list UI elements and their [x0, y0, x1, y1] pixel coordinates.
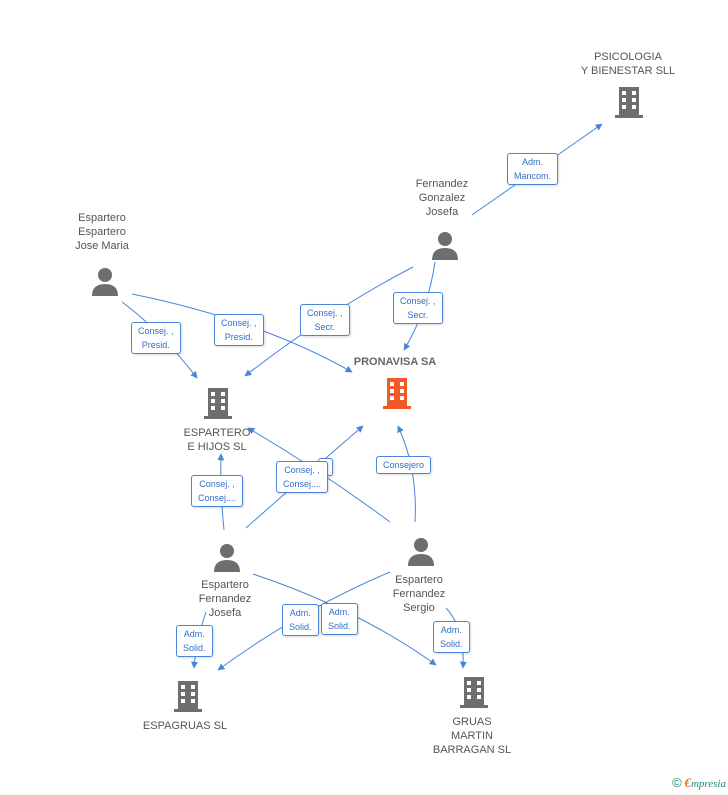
node-label-fernandez-gonzalez-josefa: Fernandez Gonzalez Josefa — [415, 178, 469, 218]
node-label-espartero-espartero-jose-maria: Espartero Espartero Jose Maria — [75, 212, 129, 252]
edge-label[interactable]: Adm. Solid. — [321, 603, 358, 635]
edge-label[interactable]: Adm. Solid. — [176, 625, 213, 657]
edge-label[interactable]: Adm. Solid. — [433, 621, 470, 653]
node-label-espartero-e-hijos: ESPARTERO E HIJOS SL — [183, 427, 251, 453]
node-label-espartero-fernandez-sergio: Espartero Fernandez Sergio — [392, 574, 446, 614]
edge-label[interactable]: Consejero — [376, 456, 432, 474]
edge-label[interactable]: Consej. , Secr. — [300, 304, 350, 336]
link-efs-pronavisa — [397, 425, 416, 523]
edge-label[interactable]: Consej. , Presid. — [131, 322, 181, 354]
edge-label[interactable]: Adm. Mancom. — [507, 153, 559, 185]
person-icon[interactable] — [212, 542, 242, 577]
building-icon[interactable] — [172, 679, 204, 718]
copyright-symbol: © — [672, 775, 682, 790]
edge-label[interactable]: Consej. , Consej.... — [191, 475, 244, 507]
person-icon[interactable] — [430, 230, 460, 265]
edge-label[interactable]: Adm. Solid. — [282, 604, 319, 636]
edge-label[interactable]: Consej. , Consej.... — [276, 461, 329, 493]
building-icon[interactable] — [202, 386, 234, 425]
node-label-psicologia: PSICOLOGIA Y BIENESTAR SLL — [580, 51, 676, 77]
building-icon[interactable] — [458, 675, 490, 714]
edge-label[interactable]: Consej. , Presid. — [214, 314, 264, 346]
brand-footer: © €mpresia — [672, 775, 726, 791]
person-icon[interactable] — [406, 536, 436, 571]
node-label-espartero-fernandez-josefa: Espartero Fernandez Josefa — [198, 579, 252, 619]
brand-logo-initial: € — [684, 775, 691, 790]
node-label-espagruas: ESPAGRUAS SL — [142, 720, 228, 732]
node-label-pronavisa: PRONAVISA SA — [353, 356, 437, 368]
building-icon[interactable] — [613, 85, 645, 124]
brand-logo-text: mpresia — [690, 778, 726, 790]
node-label-gruas-martin-barragan: GRUAS MARTIN BARRAGAN SL — [432, 716, 512, 756]
building-icon[interactable] — [381, 376, 413, 415]
edge-label[interactable]: Consej. , Secr. — [393, 292, 443, 324]
person-icon[interactable] — [90, 266, 120, 301]
